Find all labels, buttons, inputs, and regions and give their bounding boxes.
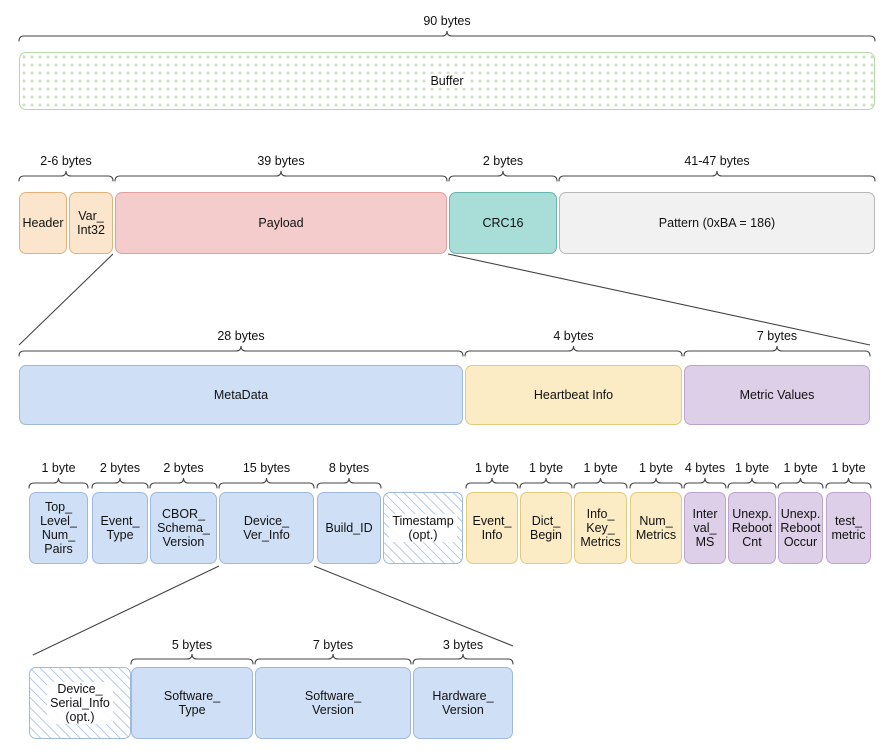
block-label: Num_ Metrics <box>635 514 677 542</box>
block-event-info[interactable]: Event_ Info <box>466 492 518 564</box>
block-label: Pattern (0xBA = 186) <box>658 216 776 230</box>
block-label: Inter val_ MS <box>692 507 718 549</box>
block-build-id[interactable]: Build_ID <box>317 492 381 564</box>
block-device-serial-info[interactable]: Device_ Serial_Info (opt.) <box>29 667 131 739</box>
block-unexp-reboot-cnt[interactable]: Unexp. Reboot Cnt <box>728 492 776 564</box>
size-label: 7 bytes <box>312 638 354 652</box>
block-event-type[interactable]: Event_ Type <box>92 492 148 564</box>
block-label: MetaData <box>213 388 269 402</box>
size-label: 2 bytes <box>482 154 524 168</box>
block-var-int32[interactable]: Var_ Int32 <box>69 192 113 254</box>
block-label: Metric Values <box>739 388 815 402</box>
size-label: 5 bytes <box>171 638 213 652</box>
block-label: CBOR_ Schema_ Version <box>157 507 210 549</box>
size-label: 1 byte <box>474 461 510 475</box>
block-label: CRC16 <box>482 216 524 230</box>
size-label: 3 bytes <box>442 638 484 652</box>
block-timestamp[interactable]: Timestamp (opt.) <box>383 492 463 564</box>
size-label: 2-6 bytes <box>40 154 92 168</box>
block-software-type[interactable]: Software_ Type <box>131 667 253 739</box>
block-label: Header <box>22 216 64 230</box>
block-hardware-version[interactable]: Hardware_ Version <box>413 667 513 739</box>
size-label: 2 bytes <box>163 461 204 475</box>
block-interval-ms[interactable]: Inter val_ MS <box>684 492 726 564</box>
block-label: Event_ Type <box>100 514 140 542</box>
size-label: 8 bytes <box>328 461 370 475</box>
size-label: 15 bytes <box>242 461 291 475</box>
size-label: 39 bytes <box>257 154 305 168</box>
block-label: Build_ID <box>325 521 373 535</box>
block-payload[interactable]: Payload <box>115 192 447 254</box>
block-heartbeat-info[interactable]: Heartbeat Info <box>465 365 682 425</box>
block-test-metric[interactable]: test_ metric <box>826 492 871 564</box>
size-label: 1 byte <box>583 461 618 475</box>
block-label: Payload <box>258 216 304 230</box>
size-label: 90 bytes <box>423 14 471 28</box>
size-label: 1 byte <box>783 461 818 475</box>
block-device-ver-info[interactable]: Device_ Ver_Info <box>219 492 314 564</box>
block-label: Device_ Serial_Info (opt.) <box>47 682 113 724</box>
block-label: Var_ Int32 <box>77 209 105 237</box>
size-label: 1 byte <box>831 461 866 475</box>
size-label: 4 bytes <box>553 329 594 343</box>
block-info-key-metrics[interactable]: Info_ Key_ Metrics <box>574 492 627 564</box>
block-label: Top_ Level_ Num_ Pairs <box>40 500 77 556</box>
block-label: Device_ Ver_Info <box>243 514 290 542</box>
size-label: 7 bytes <box>756 329 798 343</box>
block-metadata[interactable]: MetaData <box>19 365 463 425</box>
block-dict-begin[interactable]: Dict_ Begin <box>520 492 572 564</box>
size-label: 28 bytes <box>217 329 265 343</box>
size-label: 41-47 bytes <box>684 154 750 168</box>
block-software-version[interactable]: Software_ Version <box>255 667 411 739</box>
block-label: Unexp. Reboot Cnt <box>731 507 773 549</box>
size-label: 1 byte <box>638 461 674 475</box>
block-label: Buffer <box>426 74 468 88</box>
block-buffer[interactable]: Buffer <box>19 52 875 110</box>
block-label: Software_ Type <box>163 689 221 717</box>
block-label: Event_ Info <box>472 514 512 542</box>
block-label: Unexp. Reboot Occur <box>780 507 821 549</box>
block-label: Info_ Key_ Metrics <box>580 507 621 549</box>
block-label: Hardware_ Version <box>432 689 494 717</box>
block-crc16[interactable]: CRC16 <box>449 192 557 254</box>
block-unexp-reboot-occur[interactable]: Unexp. Reboot Occur <box>778 492 823 564</box>
block-top-level-num-pairs[interactable]: Top_ Level_ Num_ Pairs <box>29 492 88 564</box>
block-pattern[interactable]: Pattern (0xBA = 186) <box>559 192 875 254</box>
size-label: 1 byte <box>528 461 564 475</box>
block-cbor-schema-version[interactable]: CBOR_ Schema_ Version <box>150 492 217 564</box>
block-metric-values[interactable]: Metric Values <box>684 365 870 425</box>
size-label: 1 byte <box>734 461 770 475</box>
size-label: 2 bytes <box>99 461 141 475</box>
block-num-metrics[interactable]: Num_ Metrics <box>630 492 682 564</box>
block-label: Heartbeat Info <box>533 388 614 402</box>
block-header[interactable]: Header <box>19 192 67 254</box>
block-label: Dict_ Begin <box>530 514 562 542</box>
block-label: test_ metric <box>831 514 866 542</box>
size-label: 1 byte <box>41 461 76 475</box>
block-label: Software_ Version <box>304 689 362 717</box>
size-label: 4 bytes <box>684 461 726 475</box>
block-label: Timestamp (opt.) <box>389 514 457 542</box>
